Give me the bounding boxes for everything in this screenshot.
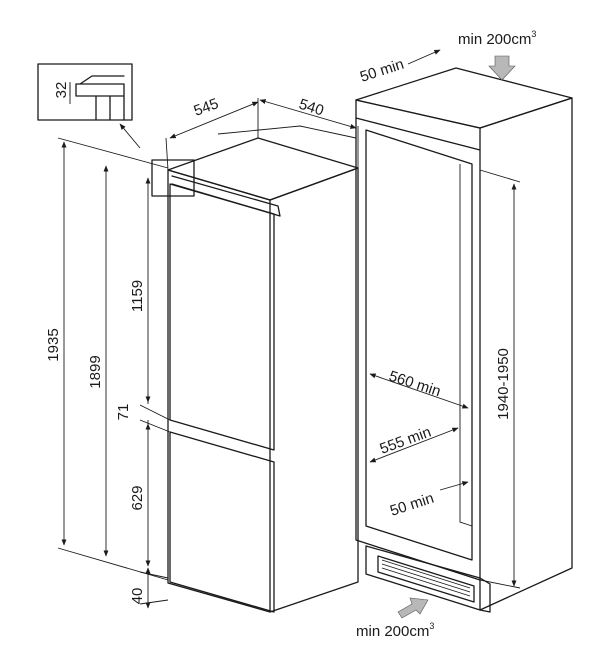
door-gap-label: 71: [115, 404, 132, 421]
dimension-width: 540: [217, 96, 359, 168]
dimension-rear-gap-bottom: 50 min: [388, 481, 469, 520]
appliance-front-face: [167, 169, 271, 613]
lower-door: [169, 431, 275, 613]
niche-opening: [365, 129, 473, 561]
rear-gap-top-label: 50 min: [358, 56, 406, 86]
appliance-drawing: 32 545 540 1935 1899: [37, 63, 359, 613]
dimension-plinth: 40: [129, 567, 169, 609]
dimension-appliance-height: 1899: [87, 165, 109, 557]
appliance-side-face: [269, 167, 359, 613]
dimension-total-height: 1935: [45, 137, 169, 581]
dimension-lower-door: 629: [129, 423, 151, 567]
appliance-height-label: 1899: [87, 355, 104, 388]
detail-dimension-label: 32: [53, 82, 70, 99]
rear-gap-bottom-label: 50 min: [388, 490, 436, 520]
bottom-vent-arrow-icon: [397, 597, 429, 619]
upper-door: [169, 183, 275, 451]
niche-height-label: 1940-1950: [495, 348, 512, 420]
top-vent-label: min 200cm3: [458, 29, 536, 48]
depth-label: 545: [192, 95, 221, 120]
cabinet-front-frame: [355, 99, 481, 151]
top-vent-arrow-icon: [488, 55, 516, 81]
lower-door-label: 629: [129, 485, 146, 510]
upper-door-label: 1159: [129, 280, 146, 312]
width-label: 540: [297, 96, 326, 120]
plinth-label: 40: [129, 588, 146, 605]
dimension-rear-gap-top: 50 min: [358, 49, 441, 86]
detail-inset: 32: [37, 63, 133, 121]
dimension-door-gap: 71: [115, 394, 149, 430]
dimension-niche-depth: 560 min: [369, 368, 469, 409]
dimension-upper-door: 1159: [129, 177, 151, 403]
dimension-niche-width: 555 min: [369, 424, 459, 463]
niche-depth-label: 560 min: [387, 368, 443, 401]
niche-back-edge: [459, 164, 473, 527]
cabinet-plinth: [365, 545, 491, 613]
bottom-vent-label: min 200cm3: [356, 621, 434, 640]
detail-marker: [151, 159, 195, 197]
total-height-label: 1935: [45, 328, 62, 361]
dimension-depth: 545: [165, 95, 259, 171]
niche-width-label: 555 min: [378, 424, 434, 458]
niche-drawing: 1940-1950 560 min 555 min 50 min 50 min …: [355, 29, 573, 640]
dimension-niche-height: 1940-1950: [479, 169, 521, 589]
door-gap-band: [139, 404, 171, 433]
plinth-vent-grille: [377, 555, 475, 603]
detail-pointer-arrow: [119, 123, 141, 149]
